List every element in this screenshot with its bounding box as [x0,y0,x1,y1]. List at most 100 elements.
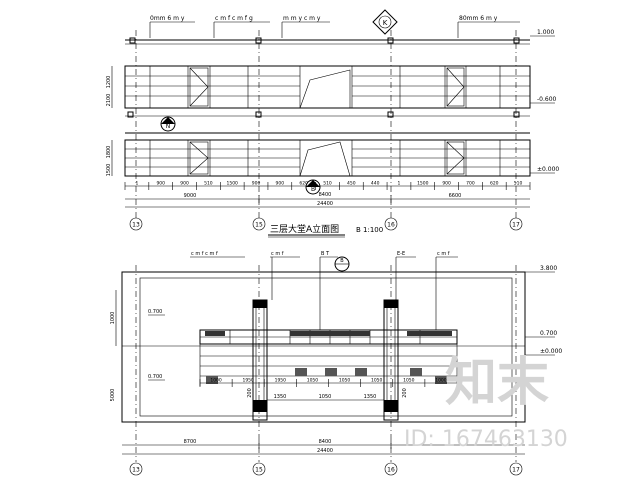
callout-b-2: c m f [271,251,284,257]
axis-a-17 [509,217,523,231]
drawing-title: 三层大堂A立面图 B 1:100 [268,223,383,238]
segment-label: 620 [299,181,308,187]
elevation-b: c m f c m f c m f B T E-E c m f B 3.800 … [110,251,562,455]
shelving-a-top-left [125,66,301,108]
callout-a-3: m m y c m y [283,15,321,22]
level-b-1: 3.800 [540,265,557,272]
panel-code-right: 200 [402,388,408,398]
side-dim-2: 1050 [319,394,332,400]
panel-label: 1000 [435,378,447,384]
overall-b-left: 8700 [184,439,197,445]
segment-label: 1 [398,181,401,187]
segment-label: 700 [466,181,475,187]
dim-a-bottom-2: 1500 [106,164,112,177]
panel-label: 1000 [210,378,222,384]
segment-label: 510 [323,181,332,187]
axis-a-13 [129,217,143,231]
axes-b: 13 15 16 17 [129,265,523,476]
elevation-a: 0mm 6 m y c m f c m f g m m y c m y 80mm… [106,9,559,208]
segment-label: 1500 [226,181,238,187]
level-b-2: 0.700 [540,330,557,337]
segment-label: 510 [514,181,523,187]
segment-dimensions: 1 900 900 510 1500 900 900 620 510 450 440 1 1500 900… [124,181,531,190]
segment-label: 900 [156,181,165,187]
segment-label: 900 [276,181,285,187]
segment-label: 450 [347,181,356,187]
callout-a-4: 80mm 6 m y [459,15,498,22]
segment-label: 1 [135,181,138,187]
axis-a-label-15: 15 [255,222,263,229]
dim-b-left-1: 1000 [110,312,116,325]
axis-b-label-15: 15 [255,467,263,474]
watermark-logo: 知末 [445,353,549,413]
drawing-title-scale: B 1:100 [356,226,383,234]
marker-b-label: B [340,258,344,264]
dim-a-top-2: 2100 [106,94,112,107]
level-a-1: 1.000 [537,29,554,36]
panel-code-left: 200 [247,388,253,398]
panel-label: 1050 [403,378,415,384]
callout-a-1: 0mm 6 m y [150,15,185,22]
panel-label: 1950 [275,378,287,384]
dim-a-bottom-1: 1800 [106,146,112,159]
overall-b-total: 24400 [317,448,333,454]
axis-a-label-16: 16 [387,222,395,229]
dim-a-top-1: 1200 [106,76,112,89]
callout-b-3: B T [321,251,330,257]
side-dim-1: 1350 [274,394,287,400]
sill-level-1: 0.700 [148,309,162,315]
panel-dimensions: 1000 1950 1950 1050 1050 1050 1050 1000 [199,378,458,387]
axes-a: 13 15 16 17 [129,30,523,231]
segment-label: 620 [490,181,499,187]
segment-label: 900 [442,181,451,187]
marker-top-label: K [383,19,388,27]
segment-label: 510 [204,181,213,187]
marker-mid-label: B [311,186,315,193]
axis-b-label-17: 17 [512,467,520,474]
overall-a-left: 9000 [184,193,197,199]
watermark: 知末 ID: 167463130 [404,353,568,452]
drawing-title-name: 三层大堂A立面图 [270,223,339,235]
dim-b-left-2: 5000 [110,389,116,402]
axis-a-label-13: 13 [132,222,140,229]
level-a-3: ±0.000 [537,166,559,173]
marker-top: K [372,9,398,35]
callout-b-4: E-E [397,251,405,257]
overall-b-center: 8400 [319,439,332,445]
north-marker: N [160,116,176,132]
segment-label: 440 [371,181,380,187]
reception-counter [199,329,458,345]
marker-b: B [334,256,350,272]
sill-level-2: 0.700 [148,374,162,380]
panel-label: 1050 [339,378,351,384]
lower-shelving [199,344,458,386]
callout-b-1: c m f c m f [191,251,218,257]
callout-b-5: c m f [437,251,450,257]
shelving-a-bottom-left [125,140,301,176]
callout-a-2: c m f c m f g [215,15,253,22]
column-left [252,299,268,421]
level-b-3: ±0.000 [540,348,562,355]
side-dim-3: 1350 [364,394,377,400]
north-marker-label: N [166,123,171,130]
axis-a-15 [252,217,266,231]
segment-label: 900 [180,181,189,187]
shelving-a-top-right [351,66,530,108]
axis-a-label-17: 17 [512,222,520,229]
panel-label: 1050 [371,378,383,384]
panel-label: 1950 [242,378,254,384]
shelving-a-bottom-right [351,140,530,176]
panel-label: 1050 [307,378,319,384]
segment-label: 900 [252,181,261,187]
segment-label: 1500 [417,181,429,187]
overall-a-total: 24400 [317,201,333,207]
axis-a-16 [384,217,398,231]
center-a-dim: 8400 [319,192,332,198]
axis-b-label-16: 16 [387,467,395,474]
watermark-id: ID: 167463130 [404,427,568,452]
axis-b-label-13: 13 [132,467,140,474]
level-a-2: -0.600 [537,96,557,103]
marker-mid: B [305,179,321,195]
overall-a-right: 6600 [449,193,462,199]
